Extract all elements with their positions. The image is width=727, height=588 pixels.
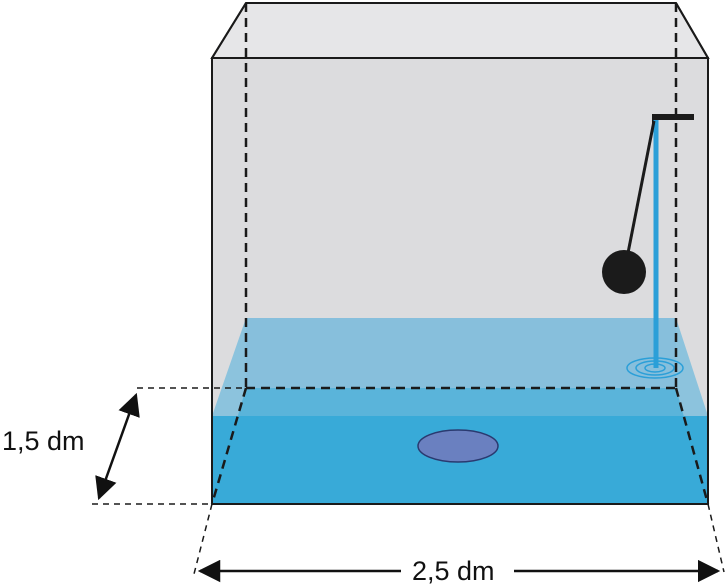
float-ball xyxy=(602,250,646,294)
width-extension-left xyxy=(193,503,213,575)
tank-top-face xyxy=(210,2,710,59)
inlet-bracket xyxy=(652,114,694,120)
water xyxy=(212,318,708,504)
edge-top-left xyxy=(211,2,247,59)
edge-front-rect xyxy=(211,57,709,505)
hidden-edge-bottom-right xyxy=(674,387,710,505)
drain-hole-icon xyxy=(417,429,499,463)
height-dimension: 1,5 dm xyxy=(2,387,246,505)
width-extension-right xyxy=(707,503,725,573)
water-ripples xyxy=(626,357,684,379)
float-rod xyxy=(625,120,656,259)
height-label: 1,5 dm xyxy=(2,426,85,456)
edge-top-right xyxy=(675,2,709,59)
width-label: 2,5 dm xyxy=(412,556,495,586)
visible-edges xyxy=(211,2,709,505)
hidden-edges xyxy=(210,3,710,505)
height-arrow xyxy=(95,392,140,501)
hidden-edge-bottom-left xyxy=(210,387,248,505)
width-dimension: 2,5 dm xyxy=(193,503,725,586)
water-back-band xyxy=(246,318,676,388)
float-valve-icon xyxy=(602,114,694,379)
